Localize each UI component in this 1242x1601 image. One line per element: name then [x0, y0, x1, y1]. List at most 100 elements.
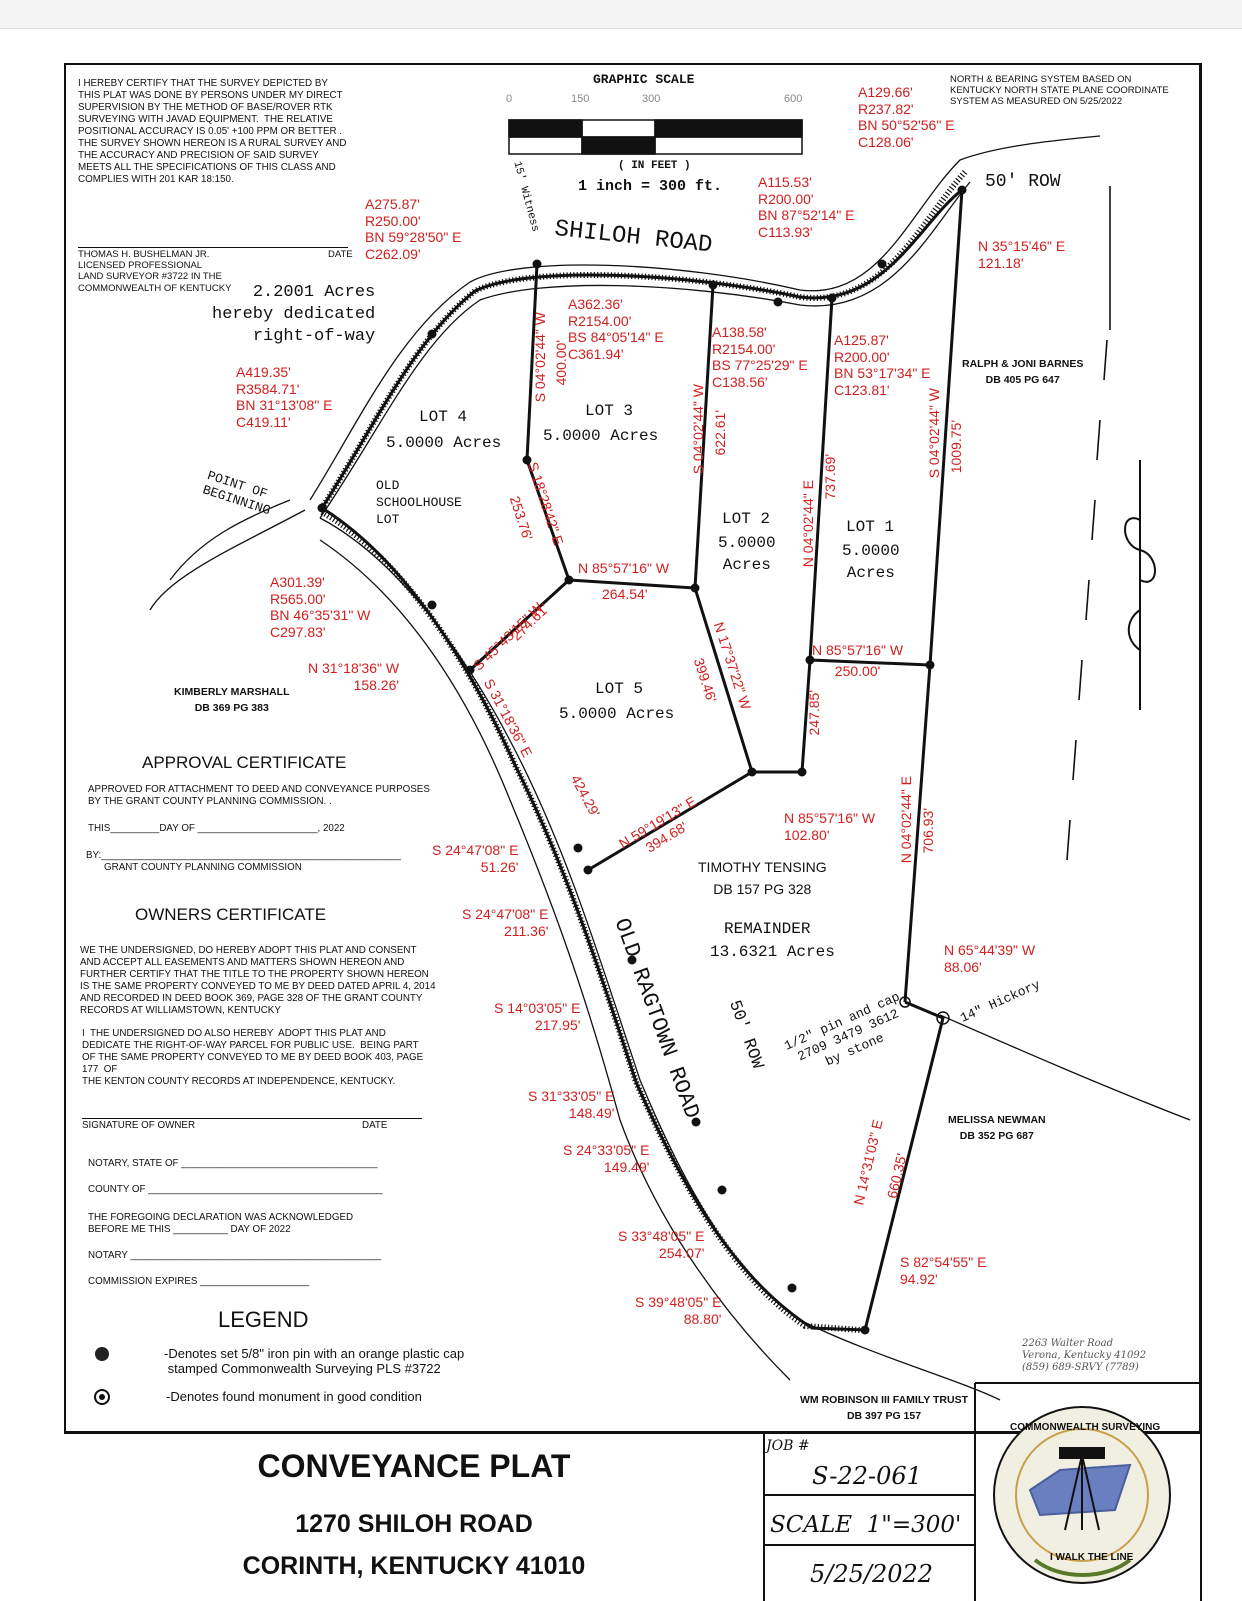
- lot3-area: 5.0000 Acres: [543, 427, 659, 445]
- ragtown-lower-edge: [319, 539, 791, 1381]
- legend-item-found-monument: -Denotes found monument in good conditio…: [166, 1389, 422, 1404]
- scale-tick-600: 600: [784, 93, 803, 105]
- company-logo: [993, 1406, 1171, 1584]
- job-number: S-22-061: [812, 1462, 922, 1490]
- plat-address-city: CORINTH, KENTUCKY 41010: [242, 1552, 586, 1580]
- adjoiner-marshall: KIMBERLY MARSHALL DB 369 PG 383: [174, 686, 290, 715]
- north-arrow-icon: [1124, 460, 1156, 710]
- legend-heading: LEGEND: [218, 1307, 309, 1332]
- call-c5: A362.36' R2154.00' BS 84°05'14" E C361.9…: [568, 296, 664, 362]
- approval-heading: APPROVAL CERTIFICATE: [142, 753, 347, 772]
- call-v4: S 04°02'44" W: [926, 388, 942, 479]
- call-c21: N 85°57'16" W 250.00': [812, 642, 904, 679]
- shiloh-row-label: 50' ROW: [985, 172, 1061, 192]
- call-c3: A115.53' R200.00' BN 87°52'14" E C113.93…: [758, 174, 855, 240]
- lot5-name: LOT 5: [595, 680, 644, 698]
- scale-tick-300: 300: [642, 93, 661, 105]
- job-label: JOB #: [766, 1438, 810, 1454]
- remainder-owner: TIMOTHY TENSING DB 157 PG 328: [698, 859, 827, 897]
- call-v3: N 04°02'44" E: [800, 480, 816, 568]
- scale-unit: ( IN FEET ): [618, 160, 691, 172]
- left-road-edge: [169, 499, 291, 581]
- call-c8: A419.35' R3584.71' BN 31°13'08" E C419.1…: [236, 364, 333, 430]
- surveyor-certification: I HEREBY CERTIFY THAT THE SURVEY DEPICTE…: [78, 78, 347, 185]
- call-c10: N 31°18'36" W 158.26': [308, 660, 400, 693]
- scale-tick-0: 0: [506, 93, 513, 105]
- graphic-scale-title: GRAPHIC SCALE: [593, 72, 695, 87]
- plat-sheet: [10, 36, 1232, 1601]
- schoolhouse-lot: OLD SCHOOLHOUSE LOT: [376, 478, 462, 527]
- owners-body-2: I THE UNDERSIGNED DO ALSO HEREBY ADOPT T…: [82, 1028, 424, 1087]
- certification-date-label: DATE: [328, 249, 353, 260]
- call-c22-distance: 264.54': [602, 586, 648, 602]
- window-top-bar: [0, 0, 1242, 29]
- call-c13: S 14°03'05" E 217.95': [494, 1000, 581, 1033]
- adjoiner-newman: MELISSA NEWMAN DB 352 PG 687: [948, 1114, 1046, 1143]
- call-c12: S 24°47'08" E 211.36': [462, 906, 549, 939]
- notary-county: COUNTY OF ______________________________…: [88, 1184, 383, 1195]
- lot4-name: LOT 4: [419, 408, 468, 426]
- plat-address-street: 1270 SHILOH ROAD: [295, 1510, 533, 1538]
- ragtown-road-edge-east: [149, 509, 306, 611]
- call-c22: N 85°57'16" W: [578, 560, 670, 576]
- call-c4: N 35°15'46" E 121.18': [978, 238, 1066, 271]
- line-lot1-south: [809, 658, 931, 667]
- plat-date: 5/25/2022: [810, 1560, 934, 1588]
- surveyor-name: THOMAS H. BUSHELMAN JR. LICENSED PROFESS…: [78, 249, 232, 294]
- owners-heading: OWNERS CERTIFICATE: [135, 905, 327, 924]
- call-c14: S 31°33'05" E 148.49': [528, 1088, 615, 1121]
- adjoiner-barnes: RALPH & JONI BARNES DB 405 PG 647: [962, 358, 1084, 387]
- approval-body: APPROVED FOR ATTACHMENT TO DEED AND CONV…: [88, 784, 430, 807]
- notary-state: NOTARY, STATE OF _______________________…: [88, 1158, 378, 1169]
- lot4-area: 5.0000 Acres: [386, 434, 502, 452]
- logo-text-bottom: I WALK THE LINE: [1050, 1552, 1134, 1563]
- scale-tick-150: 150: [571, 93, 590, 105]
- lot1-area: 5.0000 Acres: [842, 542, 900, 583]
- owner-signature-label: SIGNATURE OF OWNER: [82, 1120, 196, 1131]
- lot5-area: 5.0000 Acres: [559, 705, 675, 723]
- plat-scale: SCALE 1"=300': [770, 1512, 962, 1538]
- found-monument-icon: [94, 1389, 110, 1405]
- approval-this-line: THIS_________DAY OF ____________________…: [88, 823, 345, 834]
- call-c17: S 39°48'05" E 88.80': [635, 1294, 722, 1327]
- lot1-name: LOT 1: [846, 518, 895, 536]
- line-lot5-south: [587, 770, 753, 872]
- adjoiner-robinson: WM ROBINSON III FAMILY TRUST DB 397 PG 1…: [800, 1394, 969, 1423]
- call-v10-distance: 706.93': [920, 808, 936, 854]
- owner-signature-date: DATE: [362, 1120, 388, 1131]
- set-pin-icon: [95, 1347, 109, 1361]
- call-v9: 247.85': [806, 690, 822, 736]
- call-c7: A125.87' R200.00' BN 53°17'34" E C123.81…: [834, 332, 931, 398]
- boundary-ragtown-frontage: [321, 506, 813, 1330]
- row-dedication: 2.2001 Acres hereby dedicated right-of-w…: [212, 283, 376, 347]
- call-c18: S 82°54'55" E 94.92': [900, 1254, 987, 1287]
- line-lot2-west: [693, 284, 715, 589]
- newman-line: [939, 1014, 1191, 1121]
- call-c15: S 24°33'05" E 149.49': [563, 1142, 650, 1175]
- remainder-name: REMAINDER: [724, 920, 811, 938]
- plat-title: CONVEYANCE PLAT: [257, 1448, 571, 1484]
- boundary-east-lot1: [903, 189, 964, 1003]
- boundary-shiloh-frontage: [320, 188, 963, 509]
- owner-signature-line: [82, 1118, 422, 1119]
- owners-body-1: WE THE UNDERSIGNED, DO HEREBY ADOPT THIS…: [80, 945, 436, 1016]
- remainder-area: 13.6321 Acres: [710, 943, 835, 961]
- line-lot5-north: [568, 578, 802, 774]
- notary-declaration: THE FOREGOING DECLARATION WAS ACKNOWLEDG…: [88, 1212, 354, 1235]
- call-v3-distance: 737.69': [822, 454, 838, 500]
- call-v2: S 04°02'44" W: [690, 384, 706, 475]
- legend-item-set-pin: -Denotes set 5/8" iron pin with an orang…: [164, 1346, 465, 1377]
- shiloh-road-edge-north: [309, 135, 1101, 501]
- approval-by-line: BY:_____________________________________…: [86, 850, 401, 861]
- shiloh-road-edge-south: [319, 181, 971, 519]
- line-lot45: [468, 578, 571, 672]
- logo-text-top: COMMONWEALTH SURVEYING: [1010, 1422, 1160, 1433]
- call-c1: A275.87' R250.00' BN 59°28'50" E C262.09…: [365, 196, 462, 262]
- lot3-name: LOT 3: [585, 402, 634, 420]
- commission-expires: COMMISSION EXPIRES ____________________: [88, 1276, 310, 1287]
- company-address: 2263 Walter Road Verona, Kentucky 41092 …: [1022, 1338, 1147, 1373]
- call-v1-distance: 400.00': [553, 340, 569, 386]
- call-v10: N 04°02'44" E: [898, 776, 914, 864]
- boundary-remainder-south: [811, 1000, 945, 1332]
